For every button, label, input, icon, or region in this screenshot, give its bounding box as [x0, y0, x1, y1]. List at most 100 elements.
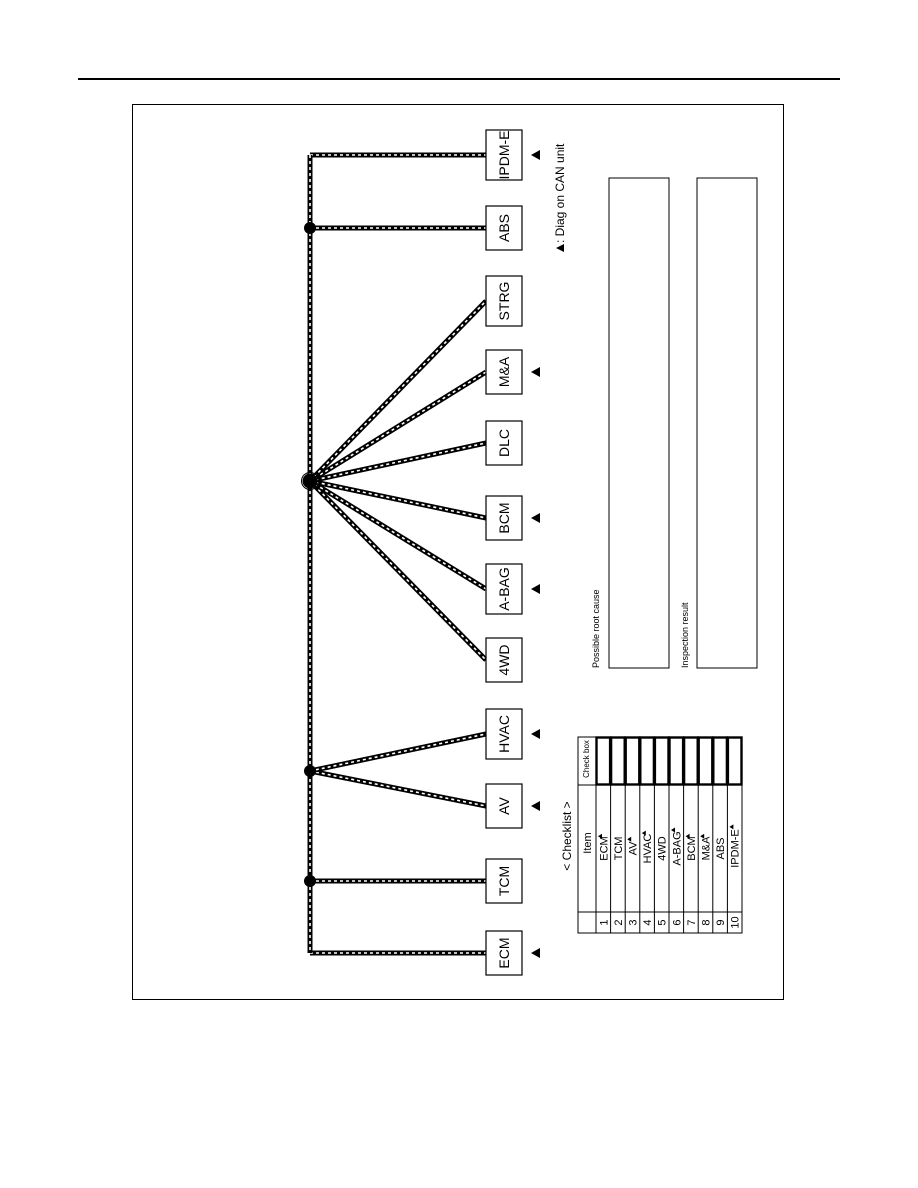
- module-label: STRG: [496, 282, 512, 321]
- checklist-row-item: BCM: [686, 836, 698, 860]
- bus-segment-dash: [309, 442, 487, 482]
- checklist-checkbox[interactable]: [697, 736, 714, 786]
- module-strg[interactable]: STRG: [485, 275, 523, 327]
- checklist-checkbox[interactable]: [712, 736, 729, 786]
- bus-segment: [309, 731, 487, 774]
- checklist-row-item: ECM: [598, 836, 610, 860]
- checklist-row-item: TCM: [613, 837, 625, 861]
- module-ma[interactable]: M&A: [485, 349, 523, 395]
- inspection-label: Inspection result: [680, 602, 690, 668]
- module-box: [485, 349, 523, 395]
- module-abag[interactable]: A-BAG: [485, 563, 523, 615]
- module-label: DLC: [496, 429, 512, 457]
- checklist-row-item: IPDM-E: [730, 829, 742, 868]
- checklist-checkbox[interactable]: [609, 736, 626, 786]
- checklist-header-item: Item: [582, 832, 594, 853]
- module-dlc[interactable]: DLC: [485, 420, 523, 466]
- bus-segment: [309, 478, 487, 521]
- legend: : Diag on CAN unit: [553, 143, 567, 252]
- module-label: AV: [496, 797, 512, 815]
- bus-segment: [308, 299, 488, 483]
- module-ecm[interactable]: ECM: [485, 930, 523, 976]
- bus-junction-dot: [304, 875, 316, 887]
- checklist-row-number: 7: [686, 919, 698, 925]
- checklist-checkbox[interactable]: [682, 736, 699, 786]
- module-box: [485, 563, 523, 615]
- checklist-row-number: 10: [730, 916, 742, 928]
- bus-segment-dash: [309, 371, 487, 482]
- module-box: [485, 420, 523, 466]
- root-cause-box[interactable]: [608, 177, 670, 669]
- checklist-checkbox[interactable]: [726, 736, 743, 786]
- module-label: TCM: [496, 866, 512, 896]
- checklist-diag-icon: [641, 830, 646, 836]
- checklist-checkbox[interactable]: [639, 736, 656, 786]
- module-box: [485, 930, 523, 976]
- root-cause-label: Possible root cause: [591, 589, 601, 668]
- root-cause-section: Possible root cause: [591, 177, 670, 669]
- module-label: M&A: [496, 356, 512, 387]
- diag-triangle-icon: [531, 513, 540, 523]
- module-fwd[interactable]: 4WD: [485, 637, 523, 683]
- checklist-diag-icon: [700, 833, 705, 839]
- hub-ring: [301, 472, 319, 490]
- bus-junction-dot: [304, 222, 316, 234]
- checklist-row-number: 2: [613, 919, 625, 925]
- module-box: [485, 708, 523, 760]
- module-ipdme[interactable]: IPDM-E: [485, 129, 523, 181]
- bus-junctions: [301, 222, 319, 887]
- checklist-row: 4 HVAC: [639, 736, 656, 926]
- checklist-diag-icon: [685, 833, 690, 839]
- diag-triangle-icon: [531, 584, 540, 594]
- checklist-row-item: M&A: [701, 836, 713, 861]
- legend-triangle-icon: [556, 244, 564, 252]
- module-tcm[interactable]: TCM: [485, 858, 523, 904]
- checklist-row-item: 4WD: [657, 836, 669, 861]
- inspection-box[interactable]: [696, 177, 758, 669]
- checklist-diag-icon: [627, 836, 632, 842]
- checklist-row-number: 1: [598, 919, 610, 925]
- checklist-title: < Checklist >: [560, 801, 574, 870]
- module-boxes: ECM TCM AV HVAC 4WD A-BAG BCM DLC M&A STRG ABS IPDM…: [485, 129, 523, 976]
- bus-segment: [309, 768, 487, 809]
- checklist-row: 1 ECM: [595, 736, 612, 926]
- checklist-checkbox[interactable]: [624, 736, 641, 786]
- checklist-row-number: 4: [642, 919, 654, 925]
- checklist-row-item: AV: [628, 841, 640, 856]
- bus-junction-dot: [304, 765, 316, 777]
- diag-triangle-icon: [531, 729, 540, 739]
- checklist-row-item: A-BAG: [671, 831, 683, 865]
- diagram-frame: [132, 104, 784, 1000]
- checklist-row: 2 TCM: [609, 736, 626, 926]
- header-rule: [78, 78, 840, 80]
- checklist-row-number: 8: [701, 919, 713, 925]
- diag-markers: [531, 150, 540, 958]
- checklist-diag-icon: [671, 827, 675, 833]
- module-box: [485, 858, 523, 904]
- checklist-diag-icon: [598, 833, 602, 839]
- module-bcm[interactable]: BCM: [485, 495, 523, 541]
- can-bus-lines: [307, 152, 488, 956]
- module-av[interactable]: AV: [485, 783, 523, 829]
- checklist-checkbox[interactable]: [595, 736, 612, 786]
- checklist-row: 10 IPDM-E: [726, 736, 743, 929]
- diag-triangle-icon: [531, 948, 540, 958]
- module-abs[interactable]: ABS: [485, 205, 523, 251]
- module-hvac[interactable]: HVAC: [485, 708, 523, 760]
- checklist-checkbox[interactable]: [653, 736, 670, 786]
- checklist-row: 3AV: [624, 736, 641, 926]
- module-label: HVAC: [496, 715, 512, 753]
- module-box: [485, 275, 523, 327]
- diag-triangle-icon: [531, 801, 540, 811]
- bus-junction-dot: [302, 473, 318, 489]
- module-label: ABS: [496, 214, 512, 242]
- module-box: [485, 637, 523, 683]
- checklist-checkbox[interactable]: [668, 736, 685, 786]
- checklist-row-number: 9: [715, 919, 727, 925]
- checklist-row: 6A-BAG: [668, 736, 685, 926]
- checklist-row-item: HVAC: [642, 834, 654, 864]
